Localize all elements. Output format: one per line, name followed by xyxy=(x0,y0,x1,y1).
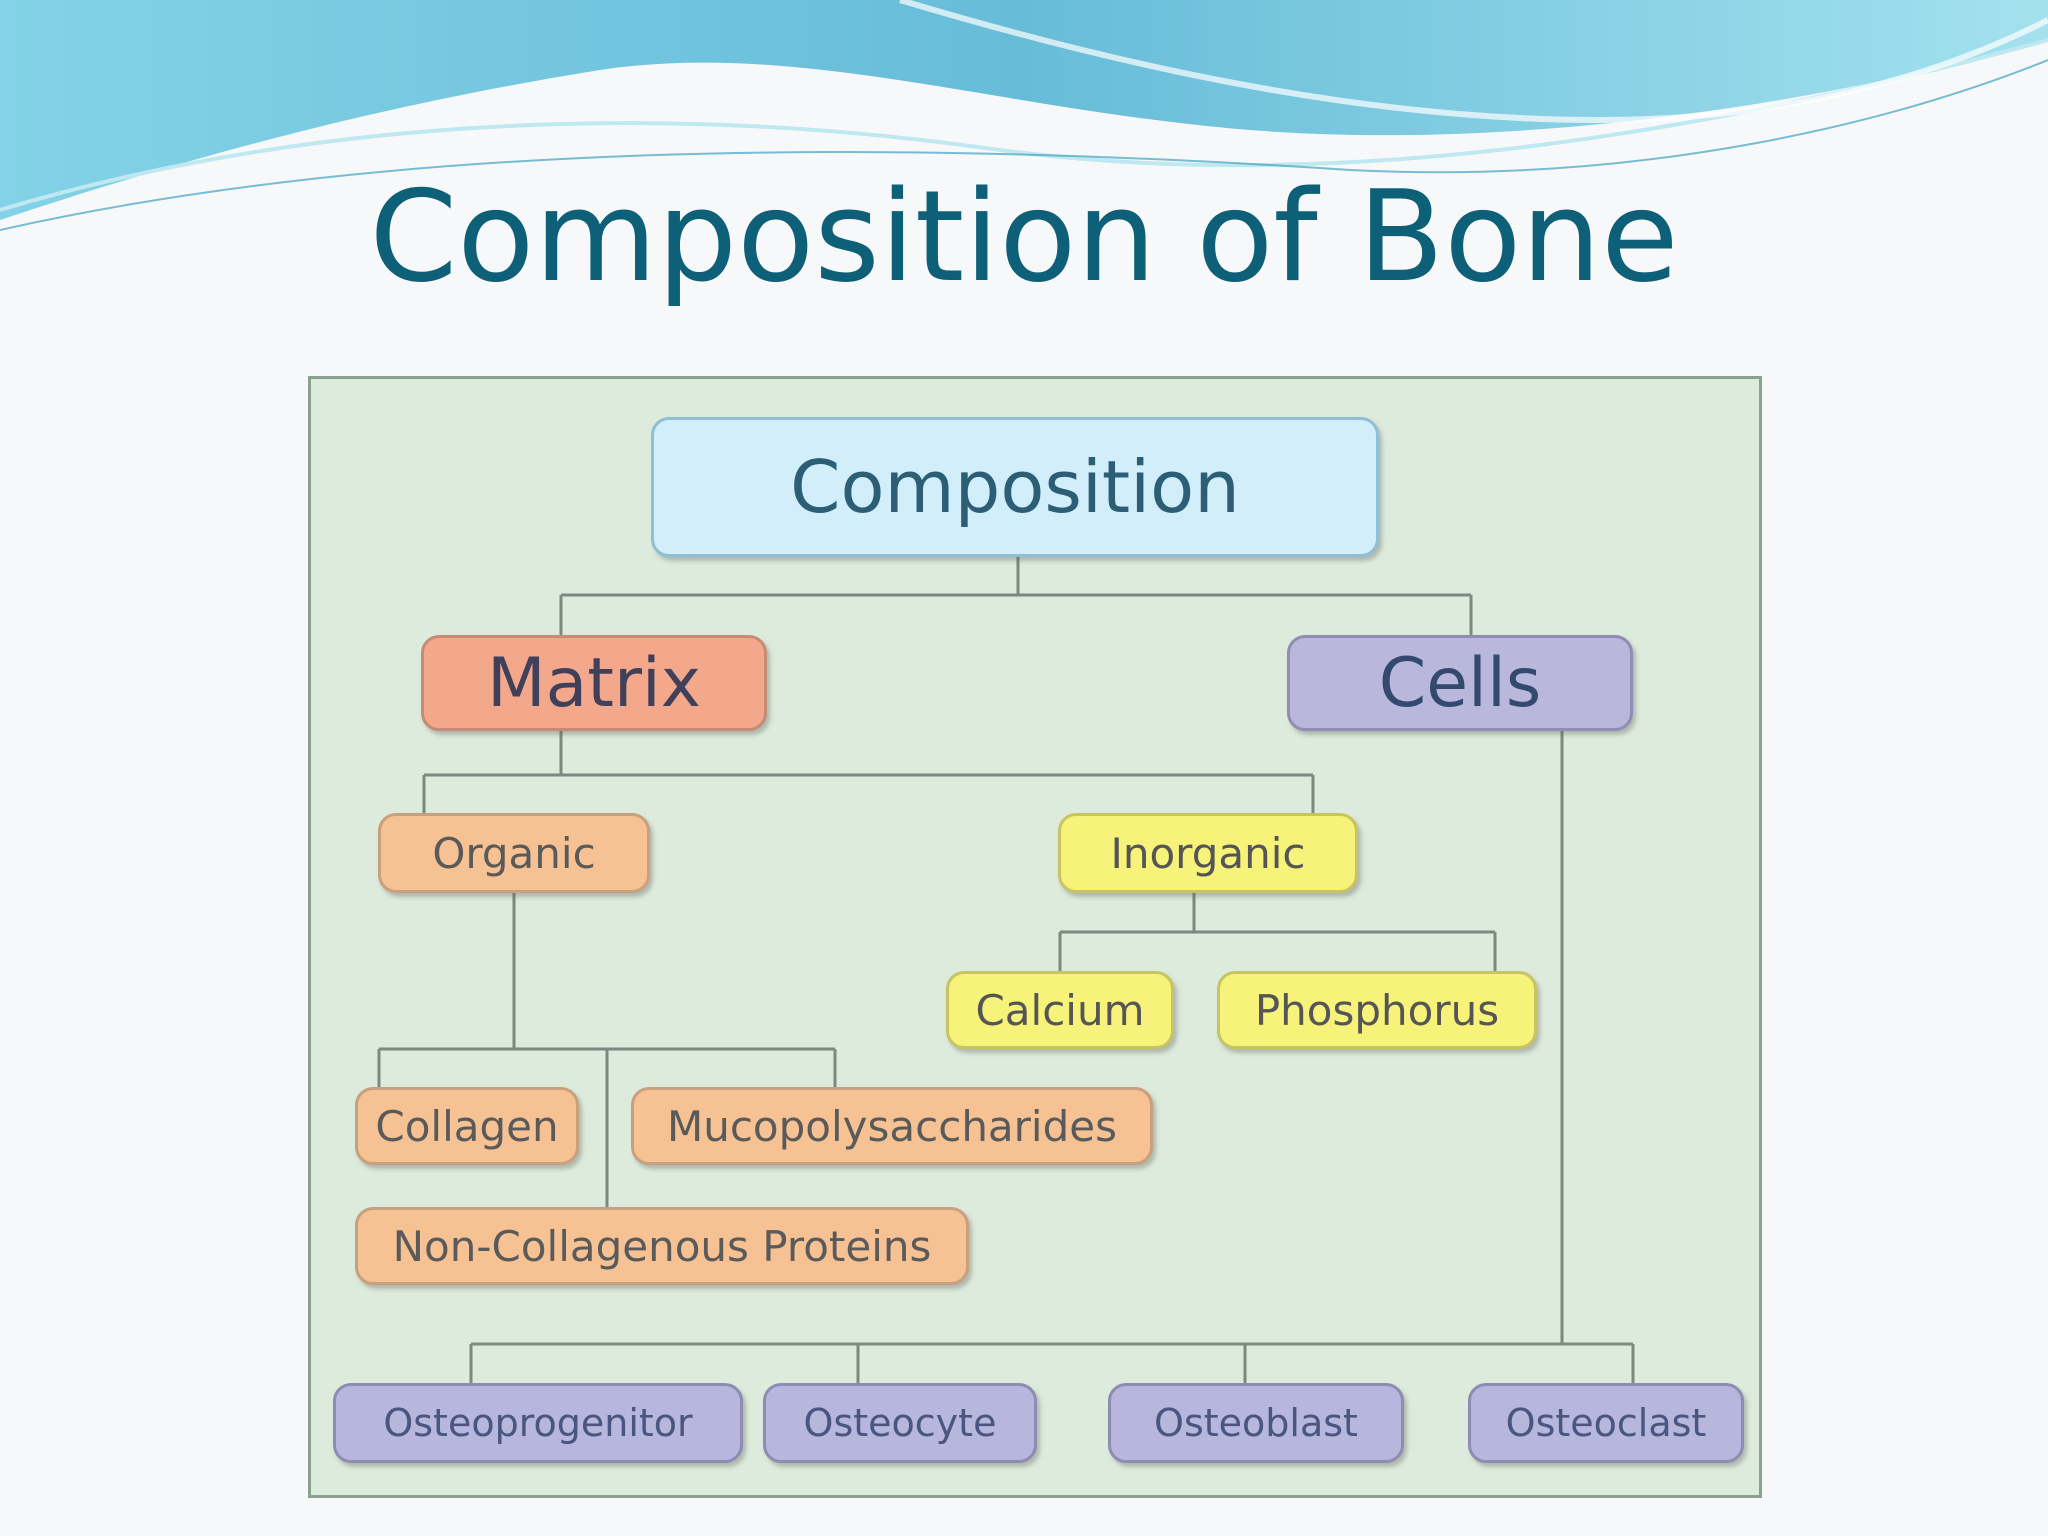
composition-diagram: Composition Matrix Cells Organic Inorgan… xyxy=(308,376,1762,1498)
slide-title: Composition of Bone xyxy=(369,163,1679,310)
osteocyte-node: Osteocyte xyxy=(763,1383,1037,1463)
collagen-node: Collagen xyxy=(355,1087,579,1165)
calcium-node: Calcium xyxy=(946,971,1174,1049)
mucopolysaccharides-node: Mucopolysaccharides xyxy=(631,1087,1153,1165)
organic-node: Organic xyxy=(378,813,650,893)
osteoprogenitor-node: Osteoprogenitor xyxy=(333,1383,743,1463)
header-wave-decoration xyxy=(0,0,2048,231)
inorganic-node: Inorganic xyxy=(1058,813,1358,893)
phosphorus-node: Phosphorus xyxy=(1217,971,1537,1049)
composition-node: Composition xyxy=(651,417,1379,557)
osteoclast-node: Osteoclast xyxy=(1468,1383,1744,1463)
connector-lines xyxy=(377,557,1635,1383)
osteoblast-node: Osteoblast xyxy=(1108,1383,1404,1463)
cells-node: Cells xyxy=(1287,635,1633,731)
matrix-node: Matrix xyxy=(421,635,767,731)
non-collagenous-proteins-node: Non-Collagenous Proteins xyxy=(355,1207,969,1285)
